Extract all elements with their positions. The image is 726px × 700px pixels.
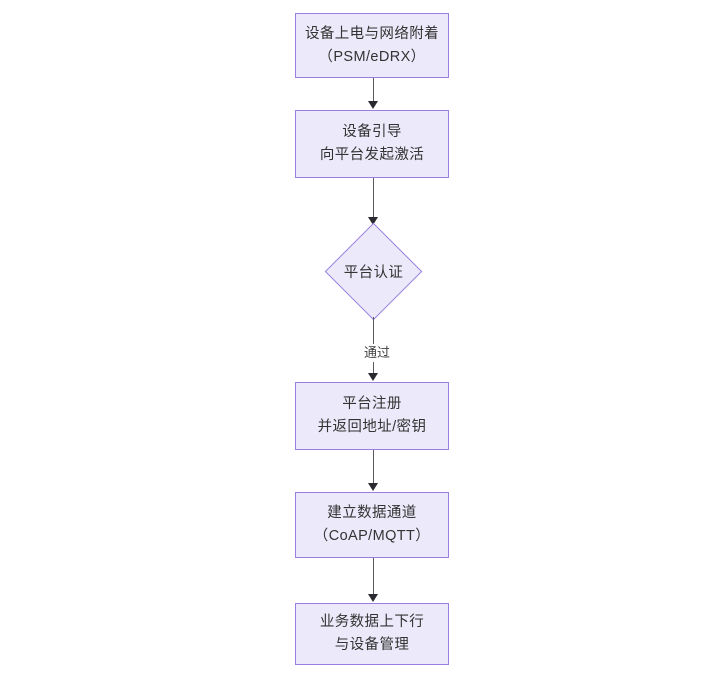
- flow-node-platform-register-line-1: 平台注册: [342, 396, 402, 412]
- flow-node-platform-auth[interactable]: 平台认证: [324, 222, 423, 321]
- connector-n1-n2: [373, 78, 374, 103]
- connector-n4-n5: [373, 450, 374, 485]
- flow-node-business-data[interactable]: 业务数据上下行 与设备管理: [295, 603, 449, 665]
- flow-node-business-data-line-2: 与设备管理: [334, 637, 410, 653]
- flow-node-device-bootstrap[interactable]: 设备引导 向平台发起激活: [295, 110, 449, 178]
- arrow-head-n2-n3: [368, 217, 378, 225]
- flow-node-platform-register[interactable]: 平台注册 并返回地址/密钥: [295, 382, 449, 450]
- flow-node-device-bootstrap-line-2: 向平台发起激活: [319, 147, 425, 163]
- flow-node-platform-auth-label: 平台认证: [343, 265, 404, 281]
- flow-node-platform-register-line-2: 并返回地址/密钥: [317, 419, 427, 435]
- arrow-head-n5-n6: [368, 594, 378, 602]
- edge-label-pass: 通过: [356, 344, 398, 362]
- arrow-head-n4-n5: [368, 483, 378, 491]
- arrow-head-n1-n2: [368, 101, 378, 109]
- connector-n5-n6: [373, 558, 374, 596]
- flow-node-data-channel-line-2: （CoAP/MQTT）: [313, 528, 431, 544]
- arrow-head-n3-n4: [368, 373, 378, 381]
- flow-node-business-data-line-1: 业务数据上下行: [319, 614, 425, 630]
- flow-node-data-channel[interactable]: 建立数据通道 （CoAP/MQTT）: [295, 492, 449, 558]
- flow-node-data-channel-line-1: 建立数据通道: [327, 505, 417, 521]
- flow-node-device-bootstrap-line-1: 设备引导: [342, 124, 402, 140]
- flow-node-power-on[interactable]: 设备上电与网络附着 （PSM/eDRX）: [295, 13, 449, 78]
- flow-node-power-on-line-1: 设备上电与网络附着: [304, 25, 440, 42]
- flow-node-power-on-line-2: （PSM/eDRX）: [318, 48, 426, 65]
- connector-n2-n3: [373, 178, 374, 222]
